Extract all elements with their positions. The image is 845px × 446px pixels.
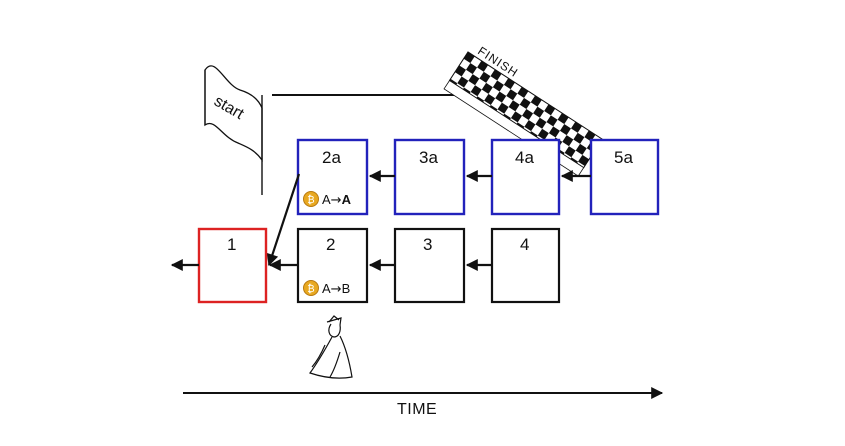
- tx-2a-label: A→A: [322, 192, 352, 208]
- bitcoin-coin-icon: ₿: [303, 191, 319, 207]
- block-3a: [393, 138, 466, 216]
- bitcoin-coin-icon: ₿: [303, 280, 319, 296]
- tx-2-label: A→B: [322, 281, 350, 297]
- block-1-label: 1: [227, 235, 236, 254]
- attacker-chain: [296, 138, 660, 216]
- block-5a-label: 5a: [614, 148, 633, 167]
- main-chain: [296, 227, 561, 304]
- coin-symbol-2a: ₿: [307, 194, 314, 206]
- block-1: [197, 227, 268, 304]
- attacker-chain-links: [266, 170, 591, 267]
- attacker-figure-icon: [309, 315, 353, 379]
- block-3-label: 3: [423, 235, 432, 254]
- block-2a-label: 2a: [322, 148, 341, 167]
- block-4a-label: 4a: [515, 148, 534, 167]
- block-3a-label: 3a: [419, 148, 438, 167]
- block-4-label: 4: [520, 235, 529, 254]
- start-label: start: [211, 93, 247, 124]
- block-3: [393, 227, 466, 304]
- coin-symbol-2: ₿: [307, 283, 314, 295]
- start-flag: start: [204, 65, 263, 195]
- block-2-label: 2: [326, 235, 335, 254]
- time-axis-label: TIME: [397, 401, 437, 418]
- block-4: [490, 227, 561, 304]
- block-5a: [589, 138, 660, 216]
